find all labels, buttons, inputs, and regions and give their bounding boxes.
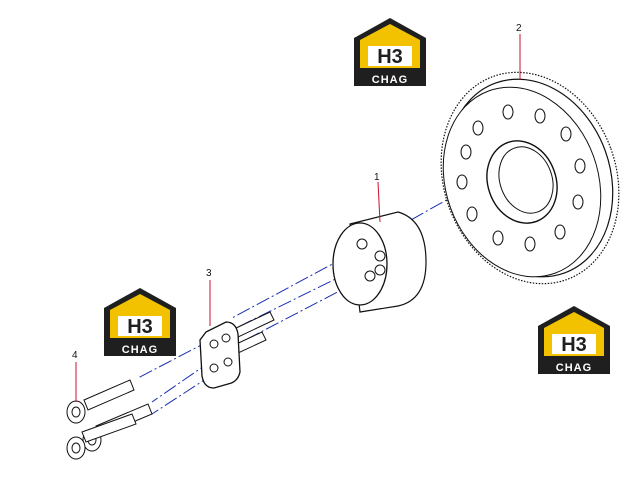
plate-body bbox=[199, 321, 241, 389]
plate-holes bbox=[209, 333, 233, 373]
hub-bolt-holes bbox=[356, 238, 386, 282]
logo-h3-text: H3 bbox=[127, 316, 153, 338]
logo-chag-text: CHAG bbox=[556, 362, 592, 374]
callout-4: 4 bbox=[72, 350, 78, 402]
gear-part-2 bbox=[440, 71, 620, 285]
brand-logo-top: H3 CHAG bbox=[354, 18, 426, 86]
logo-h3-text: H3 bbox=[561, 334, 587, 356]
gear-bolt-holes bbox=[456, 104, 586, 252]
hub-part-1 bbox=[332, 211, 427, 313]
callout-label-3: 3 bbox=[206, 268, 212, 279]
bolt-top bbox=[66, 379, 135, 424]
logo-h3-text: H3 bbox=[377, 46, 403, 68]
callout-1: 1 bbox=[374, 172, 381, 223]
plate-part-3 bbox=[199, 311, 275, 389]
bolt-bottom bbox=[66, 413, 137, 460]
callout-2: 2 bbox=[516, 23, 522, 80]
callout-label-4: 4 bbox=[72, 350, 78, 361]
bolts-part-4 bbox=[66, 379, 153, 460]
callout-label-2: 2 bbox=[516, 23, 522, 34]
center-lines bbox=[137, 169, 501, 415]
logo-chag-text: CHAG bbox=[122, 344, 158, 356]
callout-3: 3 bbox=[206, 268, 212, 326]
brand-logo-left: H3 CHAG bbox=[104, 288, 176, 356]
logo-chag-text: CHAG bbox=[372, 74, 408, 86]
brand-logo-right: H3 CHAG bbox=[538, 306, 610, 374]
callout-label-1: 1 bbox=[374, 172, 380, 183]
hub-face bbox=[332, 222, 388, 306]
